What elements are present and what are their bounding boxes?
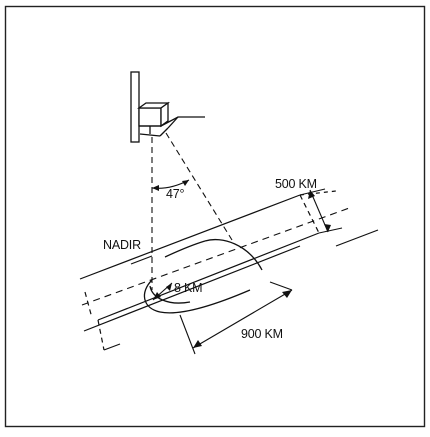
satellite-icon [130, 71, 205, 143]
spot-size-arrow-right [166, 283, 172, 291]
swath-length-arrow-right [282, 290, 292, 298]
ground-track [81, 206, 353, 306]
angle-label: 47° [166, 187, 185, 201]
swath-width-arrow-top [308, 190, 315, 199]
spot-size-label: 8 KM [174, 281, 202, 295]
swath-width-arrow-bottom [324, 224, 331, 232]
angle-arrow-left [152, 185, 159, 191]
spot-size-arrow-left [153, 292, 161, 300]
look-line [165, 132, 233, 241]
swath-length-dimension [179, 281, 293, 355]
angle-arrow-right [182, 180, 189, 186]
swath-width-dimension [299, 188, 343, 234]
diagram-border [4, 5, 426, 428]
swath-length-label: 900 KM [241, 327, 283, 341]
swath-width-label: 500 KM [275, 177, 317, 191]
nadir-label: NADIR [103, 238, 141, 252]
footprint-shape [143, 238, 263, 314]
swath-length-arrow-left [193, 340, 202, 348]
swath-band [79, 190, 379, 351]
